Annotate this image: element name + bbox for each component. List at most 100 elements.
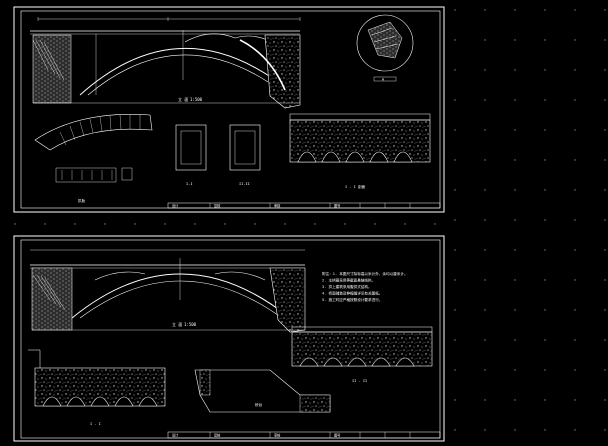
bottom-left-abutment	[31, 267, 73, 331]
grid-dot	[314, 223, 316, 225]
grid-dot	[434, 223, 436, 225]
grid-dot	[544, 9, 546, 11]
grid-dot	[544, 189, 546, 191]
grid-dot	[514, 399, 516, 401]
grid-dot	[574, 219, 576, 221]
bottom-title-block-cell: 设计	[172, 433, 179, 438]
grid-dot	[454, 159, 456, 161]
grid-dot	[514, 279, 516, 281]
grid-dot	[484, 39, 486, 41]
grid-dot	[544, 249, 546, 251]
grid-dot	[574, 369, 576, 371]
grid-dot	[484, 69, 486, 71]
top-section-1-box	[175, 124, 207, 171]
grid-dot	[284, 223, 286, 225]
grid-dot	[544, 369, 546, 371]
top-title-block-cell: 审核	[274, 203, 281, 208]
grid-dot	[544, 99, 546, 101]
grid-dot	[514, 249, 516, 251]
grid-dot	[514, 339, 516, 341]
top-spandrel-arches	[184, 33, 276, 45]
grid-dot	[604, 339, 606, 341]
top-title-block-cell: 设计	[172, 203, 179, 208]
bottom-title-block-cell: 复核	[214, 433, 221, 438]
top-elevation-title: 立 面	[178, 96, 188, 102]
grid-dot	[514, 99, 516, 101]
top-elevation-scale: 1:500	[190, 97, 203, 102]
grid-dot	[544, 309, 546, 311]
grid-dot	[604, 219, 606, 221]
grid-dot	[544, 219, 546, 221]
grid-dot	[544, 429, 546, 431]
grid-dot	[484, 369, 486, 371]
note-line: 2. 主拱圈采用等截面悬链线拱。	[322, 278, 375, 283]
grid-dot	[604, 399, 606, 401]
grid-dot	[544, 279, 546, 281]
grid-dot	[514, 129, 516, 131]
grid-dot	[514, 159, 516, 161]
grid-dot	[514, 369, 516, 371]
bottom-title-block	[167, 431, 441, 439]
grid-dot	[454, 219, 456, 221]
grid-dot	[574, 339, 576, 341]
grid-dot	[44, 223, 46, 225]
top-section-view-title: I - I 剖面	[345, 184, 366, 189]
grid-dot	[574, 9, 576, 11]
grid-dot	[604, 309, 606, 311]
bottom-section-right-arches	[299, 357, 415, 367]
bottom-abutment-title: 桥台	[255, 402, 263, 407]
grid-dot	[454, 399, 456, 401]
grid-dot	[604, 249, 606, 251]
grid-dot	[134, 223, 136, 225]
grid-dot	[514, 189, 516, 191]
grid-dot	[484, 159, 486, 161]
bottom-title-block-cell: 图号	[334, 433, 340, 438]
top-detail-content	[367, 21, 403, 59]
grid-dot	[454, 189, 456, 191]
top-sheet[interactable]: 立 面 1:500 A 拱肋 I-I II-II	[13, 6, 445, 213]
grid-dot	[454, 249, 456, 251]
grid-dot	[574, 129, 576, 131]
grid-dot	[604, 99, 606, 101]
grid-dot	[514, 69, 516, 71]
bottom-title-block-cell: 审核	[274, 433, 281, 438]
grid-dot	[544, 399, 546, 401]
grid-dot	[404, 223, 406, 225]
grid-dot	[544, 129, 546, 131]
grid-dot	[574, 39, 576, 41]
grid-dot	[484, 219, 486, 221]
grid-dot	[544, 159, 546, 161]
grid-dot	[574, 69, 576, 71]
grid-dot	[484, 189, 486, 191]
grid-dot	[484, 429, 486, 431]
top-title-block-dividers	[209, 203, 411, 208]
top-right-abutment	[264, 34, 301, 109]
grid-dot	[574, 309, 576, 311]
grid-dot	[374, 223, 376, 225]
bottom-elevation-title: 立 面	[172, 321, 182, 327]
top-detail-title: A	[382, 78, 385, 82]
grid-dot	[454, 309, 456, 311]
grid-dot	[574, 159, 576, 161]
grid-dot	[574, 399, 576, 401]
grid-dot	[454, 279, 456, 281]
grid-dot	[454, 429, 456, 431]
bottom-section-left-label: I - I	[90, 422, 101, 426]
bottom-main-arch-intrados	[79, 280, 283, 319]
grid-dot	[604, 429, 606, 431]
top-arch-rib-hatch	[59, 114, 141, 146]
bottom-sheet[interactable]: 立 面 1:500 I - I 桥台 II - II 附注：1. 本图尺寸除标高…	[13, 235, 445, 442]
grid-dot	[454, 39, 456, 41]
grid-dot	[454, 339, 456, 341]
top-right-arch-springing	[239, 39, 286, 91]
grid-dot	[454, 129, 456, 131]
grid-dot	[484, 339, 486, 341]
grid-dot	[514, 9, 516, 11]
top-section-2-label: II-II	[239, 182, 250, 186]
grid-dot	[604, 279, 606, 281]
grid-dot	[604, 129, 606, 131]
grid-dot	[544, 69, 546, 71]
bottom-section-right-label: II - II	[352, 379, 367, 383]
grid-dot	[484, 279, 486, 281]
